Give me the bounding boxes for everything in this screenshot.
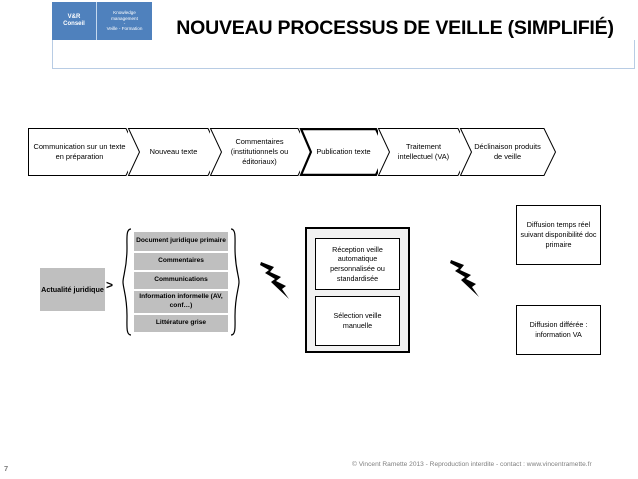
- source-item-label: Communications: [154, 276, 208, 284]
- source-item[interactable]: Littérature grise: [134, 315, 228, 332]
- header-right-edge: [634, 40, 635, 68]
- veille-reception-automatique-box: Réception veille automatique personnalis…: [315, 238, 400, 290]
- source-item[interactable]: Communications: [134, 272, 228, 289]
- source-item[interactable]: Commentaires: [134, 253, 228, 270]
- logo-name-line2: Conseil: [63, 21, 85, 27]
- process-step-label: Déclinaison produits de veille: [474, 142, 541, 161]
- diffusion-temps-reel-box: Diffusion temps réel suivant disponibili…: [516, 205, 601, 265]
- logo-tagline-line3: -: [123, 21, 126, 26]
- source-item-label: Commentaires: [158, 257, 204, 265]
- page-title: NOUVEAU PROCESSUS DE VEILLE (SIMPLIFIÉ): [176, 17, 614, 39]
- logo-name-line1: V&R: [67, 14, 81, 21]
- header-divider: [52, 68, 635, 69]
- process-step-4[interactable]: Publication texte: [299, 128, 389, 176]
- logo-tagline-line2: management: [111, 15, 138, 21]
- process-step-label: Nouveau texte: [149, 147, 198, 157]
- process-step-5[interactable]: Traitement intellectuel (VA): [377, 128, 471, 176]
- logo-tagline-line4: Veille - Formation: [106, 26, 143, 32]
- logo-tagline-line1: Knowledge: [113, 10, 136, 16]
- brace-right-icon: [230, 228, 240, 336]
- process-step-chevron-shape: [209, 128, 311, 176]
- veille-reception-automatique-label: Réception veille automatique personnalis…: [330, 244, 385, 283]
- process-step-1[interactable]: Communication sur un texte en préparatio…: [28, 128, 139, 176]
- process-step-chevron-shape: [127, 128, 221, 176]
- diffusion-temps-reel-label: Diffusion temps réel suivant disponibili…: [520, 219, 597, 250]
- diffusion-differee-label: Diffusion différée : information VA: [529, 319, 588, 339]
- veille-container: Réception veille automatique personnalis…: [305, 227, 410, 353]
- lightning-bolt-icon: [260, 262, 289, 299]
- process-step-label: Traitement intellectuel (VA): [397, 142, 450, 161]
- source-item-label: Document juridique primaire: [136, 237, 226, 245]
- process-step-6[interactable]: Déclinaison produits de veille: [459, 128, 557, 176]
- source-item-label: Information informelle (AV, conf…): [139, 293, 223, 309]
- process-step-2[interactable]: Nouveau texte: [127, 128, 221, 176]
- page-number: 7: [4, 464, 9, 473]
- process-step-label: Communication sur un texte en préparatio…: [33, 142, 126, 161]
- logo-company-name: V&R Conseil: [52, 2, 97, 40]
- brace-left-icon: [122, 228, 132, 336]
- process-step-chevron-shape: [377, 128, 471, 176]
- process-step-chevron-shape: [459, 128, 557, 176]
- source-item-label: Littérature grise: [155, 319, 207, 327]
- header-left-edge: [52, 40, 53, 68]
- lightning-bolt-icon: [450, 260, 479, 297]
- source-item[interactable]: Information informelle (AV, conf…): [134, 291, 228, 313]
- footer-credit: © Vincent Ramette 2013 - Reproduction in…: [352, 461, 592, 468]
- veille-selection-manuelle-label: Sélection veille manuelle: [333, 311, 382, 330]
- logo-tagline: Knowledge management - Veille - Formatio…: [97, 2, 152, 40]
- process-step-label: Publication texte: [316, 147, 371, 157]
- diffusion-differee-box: Diffusion différée : information VA: [516, 305, 601, 355]
- arrow-right-icon: >: [106, 278, 114, 292]
- process-step-label: Commentaires (institutionnels ou éditori…: [230, 137, 289, 166]
- company-logo: V&R Conseil Knowledge management - Veill…: [52, 2, 152, 40]
- process-step-3[interactable]: Commentaires (institutionnels ou éditori…: [209, 128, 311, 176]
- process-step-chevron-shape: [299, 128, 389, 176]
- source-item[interactable]: Document juridique primaire: [134, 232, 228, 251]
- veille-selection-manuelle-box: Sélection veille manuelle: [315, 296, 400, 346]
- actualite-juridique-label: Actualité juridique: [41, 284, 104, 294]
- actualite-juridique-box: Actualité juridique: [40, 268, 105, 311]
